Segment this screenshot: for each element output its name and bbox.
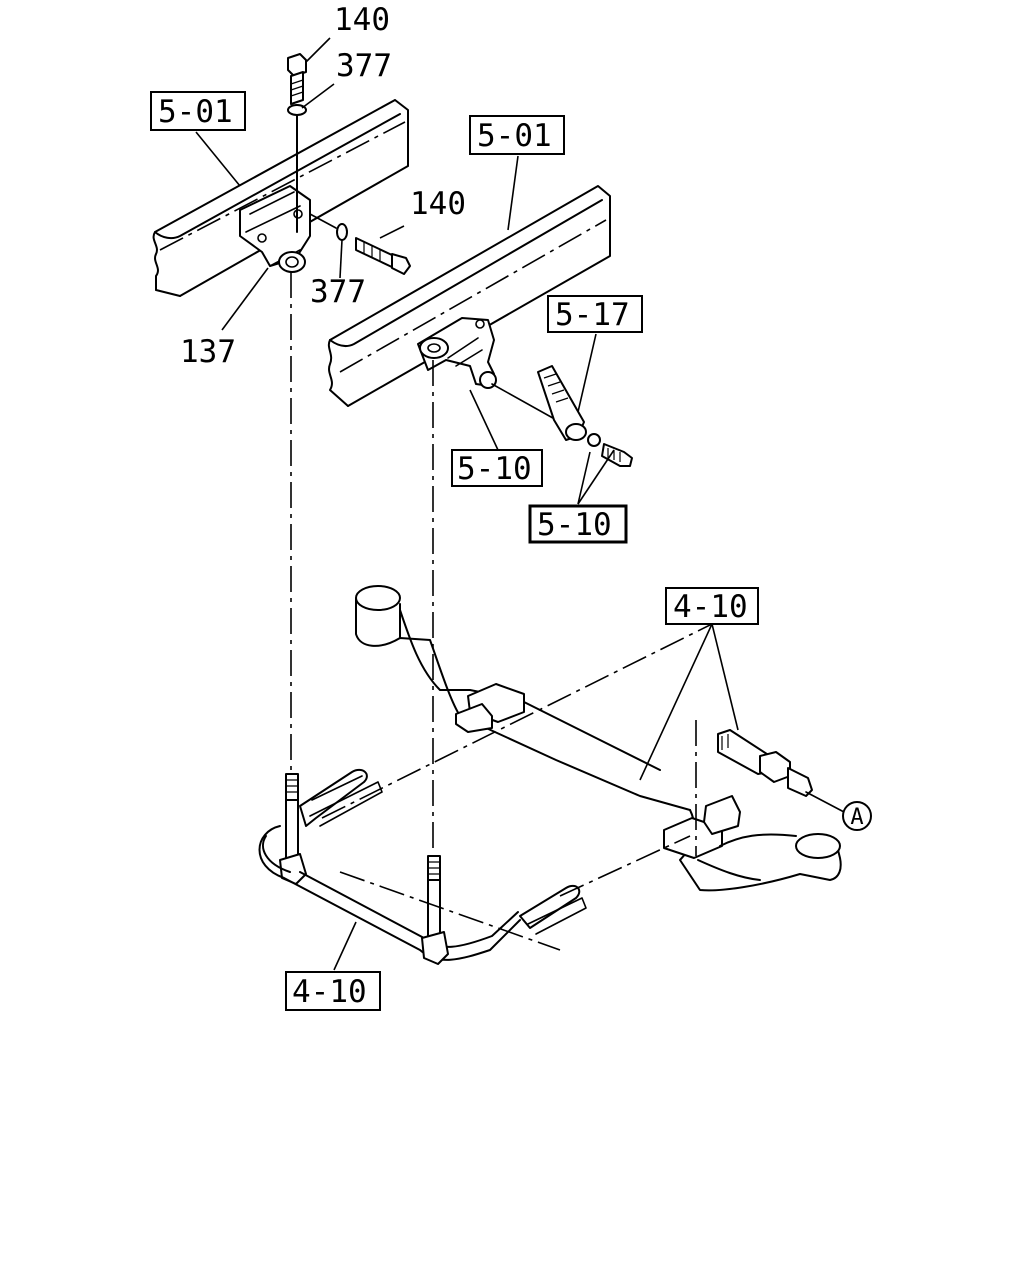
front-axle — [355, 585, 842, 892]
right-frame-rail — [327, 185, 611, 407]
shock-ref-box-2 — [528, 504, 628, 544]
label-bracket-ref: 5-17 — [555, 297, 630, 333]
label-stabilizer-ref: 4-10 — [292, 974, 367, 1010]
label-washer-side: 377 — [310, 274, 366, 310]
frame-ref-box-left — [150, 91, 246, 131]
axle-ref-box — [665, 587, 759, 625]
stabilizer-ref-box — [285, 971, 381, 1011]
bolt-top — [287, 53, 307, 105]
label-shock-ref-2: 5-10 — [537, 507, 612, 543]
washer-side — [336, 223, 348, 241]
frame-ref-box-right — [469, 115, 565, 155]
label-washer-top: 377 — [336, 48, 392, 84]
label-bolt-top: 140 — [334, 2, 390, 38]
shock-bracket-right — [417, 317, 497, 389]
label-frame-left: 5-01 — [158, 94, 233, 130]
label-bracket: 137 — [180, 334, 236, 370]
stabilizer-bar — [258, 768, 587, 965]
stabilizer-bracket-left — [239, 185, 311, 273]
shock-ref-box-1 — [451, 449, 543, 487]
left-frame-rail — [152, 99, 409, 297]
stabilizer-link — [537, 365, 633, 467]
bolt-side — [355, 237, 411, 275]
label-circle-a: A — [850, 805, 863, 830]
bracket-ref-box — [547, 295, 643, 333]
label-bolt-side: 140 — [410, 186, 466, 222]
label-axle-ref: 4-10 — [673, 589, 748, 625]
label-shock-ref-1: 5-10 — [457, 451, 532, 487]
label-frame-right: 5-01 — [477, 118, 552, 154]
kingpin-shaft — [717, 729, 845, 813]
leader-lines — [195, 37, 739, 971]
circle-a-marker — [842, 801, 872, 831]
